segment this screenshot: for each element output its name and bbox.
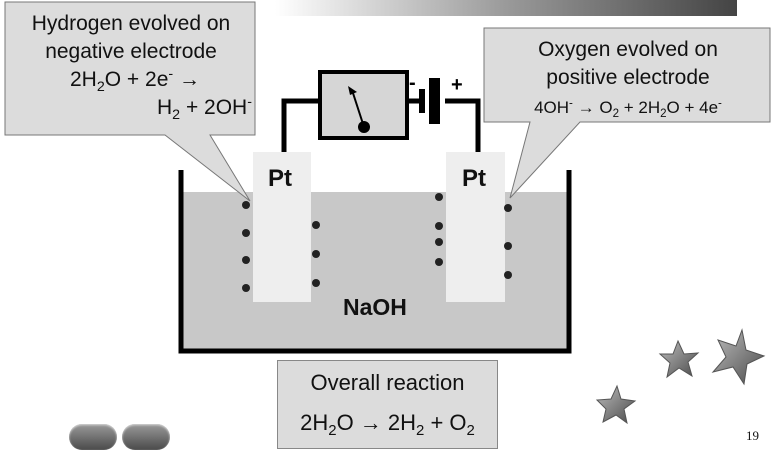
callout-left-line1: Hydrogen evolved on [31, 12, 231, 35]
title-bar-decoration [275, 0, 737, 16]
callout-left-box [4, 1, 256, 202]
callout-right-line2: positive electrode [546, 66, 710, 89]
nav-forward-icon[interactable] [122, 424, 170, 450]
page-number: 19 [746, 428, 759, 443]
callout-right-text: Oxygen evolved on positive electrode 4OH… [486, 36, 770, 122]
container [178, 170, 572, 354]
callout-left-text: Hydrogen evolved on negative electrode 2… [8, 10, 254, 122]
electrolyte-label: NaOH [343, 294, 407, 320]
battery-minus-label: - [409, 72, 416, 94]
wire-right-2 [445, 98, 481, 152]
meter-icon [318, 70, 409, 140]
callout-right-line1: Oxygen evolved on [538, 38, 718, 61]
overall-reaction-equation: 2H2O → 2H2 + O2 [300, 410, 475, 440]
overall-reaction-title: Overall reaction [310, 370, 465, 395]
meter-needle [351, 89, 365, 128]
overall-reaction-box: Overall reaction 2H2O → 2H2 + O2 [277, 360, 498, 449]
star-icon [595, 384, 637, 425]
callout-right-box [483, 27, 771, 199]
electrode-right-label: Pt [462, 165, 486, 192]
battery-plus-label: + [451, 74, 463, 96]
hydrogen-bubbles [242, 201, 320, 292]
electrode-right [446, 152, 505, 302]
star-icon [658, 339, 700, 379]
star-icon [711, 328, 766, 386]
oxygen-half-reaction: 4OH- → O2 + 2H2O + 4e- [534, 97, 722, 121]
nav-back-icon[interactable] [69, 424, 117, 450]
meter-pivot [358, 121, 370, 133]
meter-needle-tip [348, 86, 357, 95]
oxygen-bubbles [435, 193, 512, 279]
battery-icon [419, 78, 440, 124]
electrode-left [253, 152, 311, 302]
hydrogen-half-reaction-1: 2H2O + 2e- → [69, 66, 201, 95]
hydrogen-half-reaction-2: H2 + 2OH- [157, 94, 252, 123]
callout-left-line2: negative electrode [45, 40, 217, 63]
electrolyte-solution [181, 192, 569, 350]
wire-left [281, 98, 320, 152]
electrode-left-label: Pt [268, 165, 292, 192]
